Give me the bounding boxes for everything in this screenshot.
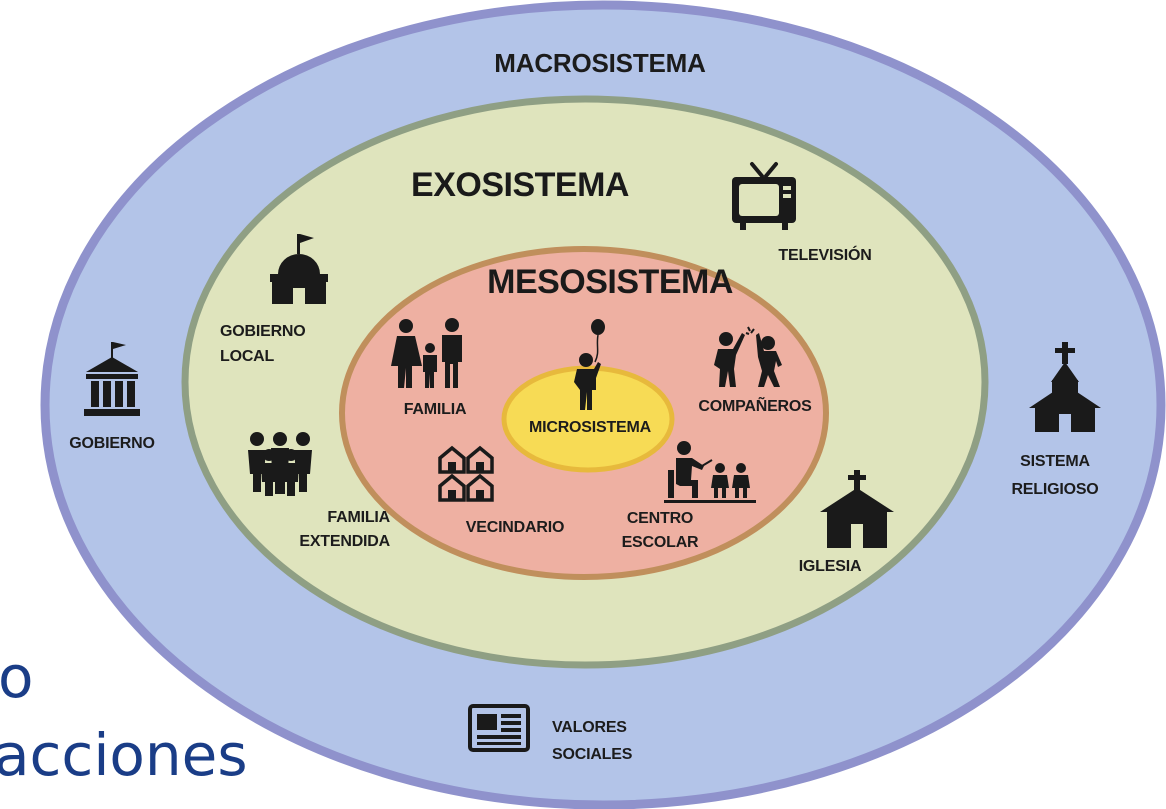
label-sistema: SISTEMA [1020,453,1090,470]
label-religioso: RELIGIOSO [1011,481,1099,498]
newspaper-icon [468,704,530,752]
exosistema-title: EXOSISTEMA [411,166,629,204]
microsistema-ring [501,365,675,473]
label-familia: FAMILIA [403,401,467,418]
school-icon [664,441,756,503]
label-familia-extendida-1: FAMILIA [327,509,390,526]
family-icon [391,318,462,388]
label-sociales: SOCIALES [552,746,633,763]
microsistema-title: MICROSISTEMA [528,419,652,436]
label-gobierno: GOBIERNO [69,435,155,452]
mesosistema-title: MESOSISTEMA [487,263,733,301]
macrosistema-title: MACROSISTEMA [494,48,706,78]
television-icon [732,162,796,230]
chapel-icon [820,470,894,548]
label-gobierno-local-2: LOCAL [220,348,275,365]
label-iglesia: IGLESIA [798,558,862,575]
label-valores: VALORES [552,719,627,736]
label-centro: CENTRO [626,510,694,527]
label-vecindario: VECINDARIO [465,519,565,536]
background-text-line1: o [0,643,34,711]
local-government-icon [270,234,328,304]
child-balloon-icon [574,319,605,410]
church-icon [1029,342,1101,432]
government-building-icon [84,342,140,416]
background-text-line2: acciones [0,721,248,789]
label-escolar: ESCOLAR [621,534,699,551]
label-gobierno-local-1: GOBIERNO [220,323,306,340]
label-companeros: COMPAÑEROS [698,398,812,415]
extended-family-icon [248,432,312,496]
neighborhood-icon [438,445,494,502]
label-television: TELEVISIÓN [778,247,872,264]
label-familia-extendida-2: EXTENDIDA [299,533,390,550]
friends-icon [714,326,782,387]
